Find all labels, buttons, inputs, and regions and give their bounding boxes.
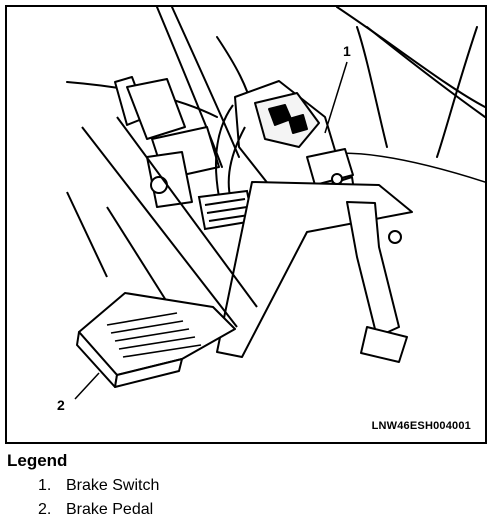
legend-item-number: 2.	[38, 501, 52, 518]
legend-item-number: 1.	[38, 477, 52, 494]
diagram-frame: 1 2 LNW46ESH004001	[5, 5, 487, 444]
callout-1: 1	[343, 43, 351, 59]
brake-assembly-illustration	[66, 7, 485, 400]
legend-list: 1. Brake Switch 2. Brake Pedal	[38, 474, 159, 522]
brake-pedal	[76, 292, 236, 388]
leader-lines	[74, 61, 348, 400]
legend-item-label: Brake Pedal	[66, 501, 154, 518]
legend-title: Legend	[7, 451, 68, 470]
legend-item: 2. Brake Pedal	[38, 498, 159, 522]
legend-item-label: Brake Switch	[66, 477, 160, 494]
callout-2: 2	[57, 397, 65, 413]
image-code: LNW46ESH004001	[371, 420, 471, 432]
legend-item: 1. Brake Switch	[38, 474, 159, 498]
